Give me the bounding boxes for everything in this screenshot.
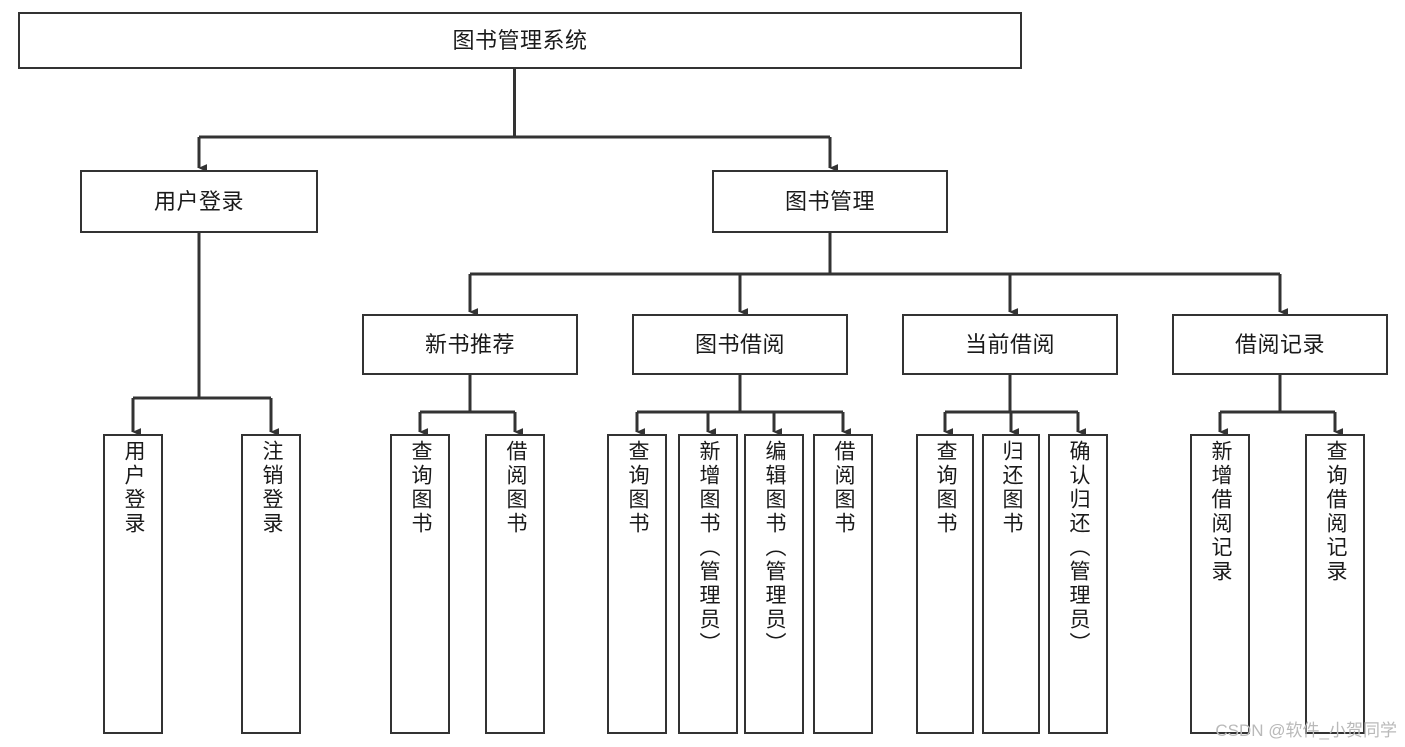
node-label: 用户登录 (153, 188, 244, 214)
node-current-borrow[interactable]: 当前借阅 (902, 314, 1118, 375)
node-label: 查询图书 (409, 440, 433, 536)
node-leaf-add-borrow-record[interactable]: 新增借阅记录 (1190, 434, 1250, 734)
node-leaf-query-book-borrow[interactable]: 查询图书 (607, 434, 667, 734)
node-label: 图书管理系统 (452, 27, 588, 53)
node-leaf-confirm-return[interactable]: 确认归还（管理员） (1048, 434, 1108, 734)
node-label: 注销登录 (260, 440, 284, 536)
node-label: 借阅图书 (832, 440, 856, 536)
node-label: 图书借阅 (694, 331, 785, 357)
node-leaf-query-book-rec[interactable]: 查询图书 (390, 434, 450, 734)
node-label: 当前借阅 (964, 331, 1055, 357)
node-label: 查询图书 (934, 440, 958, 536)
node-user-login[interactable]: 用户登录 (80, 170, 318, 233)
node-label: 查询图书 (626, 440, 650, 536)
node-leaf-return-book[interactable]: 归还图书 (982, 434, 1040, 734)
node-leaf-user-login[interactable]: 用户登录 (103, 434, 163, 734)
node-label: 查询借阅记录 (1324, 440, 1348, 584)
node-book-borrow[interactable]: 图书借阅 (632, 314, 848, 375)
node-label: 归还图书 (1000, 440, 1024, 536)
node-label: 编辑图书（管理员） (763, 440, 787, 656)
node-label: 借阅记录 (1234, 331, 1325, 357)
node-label: 新增借阅记录 (1209, 440, 1233, 584)
node-borrow-record[interactable]: 借阅记录 (1172, 314, 1388, 375)
node-leaf-query-book-current[interactable]: 查询图书 (916, 434, 974, 734)
node-leaf-add-book[interactable]: 新增图书（管理员） (678, 434, 738, 734)
node-label: 新书推荐 (424, 331, 515, 357)
node-new-book-recommend[interactable]: 新书推荐 (362, 314, 578, 375)
node-leaf-logout-login[interactable]: 注销登录 (241, 434, 301, 734)
node-leaf-borrow-book[interactable]: 借阅图书 (813, 434, 873, 734)
node-label: 确认归还（管理员） (1067, 440, 1091, 656)
node-label: 借阅图书 (504, 440, 528, 536)
node-leaf-edit-book[interactable]: 编辑图书（管理员） (744, 434, 804, 734)
watermark-text: CSDN @软件_小贺同学 (1215, 721, 1397, 740)
node-label: 新增图书（管理员） (697, 440, 721, 656)
node-root-root[interactable]: 图书管理系统 (18, 12, 1022, 69)
node-label: 图书管理 (784, 188, 875, 214)
node-leaf-borrow-book-rec[interactable]: 借阅图书 (485, 434, 545, 734)
node-label: 用户登录 (122, 440, 146, 536)
node-leaf-query-borrow-record[interactable]: 查询借阅记录 (1305, 434, 1365, 734)
node-book-manage[interactable]: 图书管理 (712, 170, 948, 233)
